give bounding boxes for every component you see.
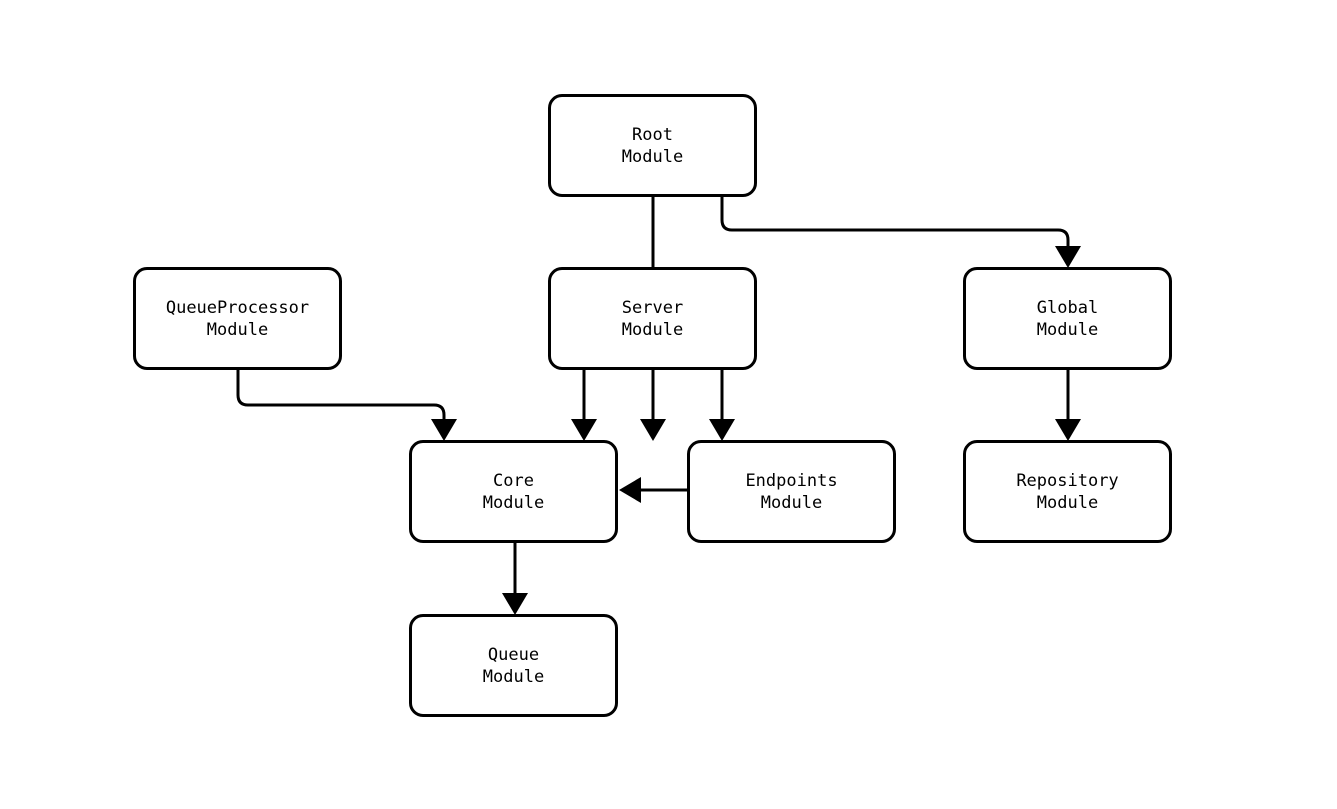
arrowhead-down-icon: [1055, 419, 1081, 441]
node-label-line2: Module: [482, 492, 545, 513]
arrowhead-down-icon: [640, 419, 666, 441]
node-label-line2: Module: [621, 319, 684, 340]
node-endpoints-module[interactable]: Endpoints Module: [687, 440, 896, 543]
edge-queueprocessor-to-core: [236, 370, 457, 441]
node-label-line2: Module: [206, 319, 269, 340]
edge-server-to-endpoints: [709, 370, 735, 441]
node-queue-module[interactable]: Queue Module: [409, 614, 618, 717]
arrowhead-left-icon: [619, 477, 641, 503]
node-global-module[interactable]: Global Module: [963, 267, 1172, 370]
node-queueprocessor-module[interactable]: QueueProcessor Module: [133, 267, 342, 370]
node-label-line2: Module: [760, 492, 823, 513]
arrowhead-down-icon: [571, 419, 597, 441]
node-label-line1: Queue: [487, 644, 540, 665]
node-repository-module[interactable]: Repository Module: [963, 440, 1172, 543]
node-label-line1: Endpoints: [745, 470, 838, 491]
node-core-module[interactable]: Core Module: [409, 440, 618, 543]
node-label-line2: Module: [1036, 319, 1099, 340]
node-root-module[interactable]: Root Module: [548, 94, 757, 197]
node-server-module[interactable]: Server Module: [548, 267, 757, 370]
node-label-line1: Global: [1036, 297, 1099, 318]
arrowhead-down-icon: [502, 593, 528, 615]
edge-core-to-queue: [502, 543, 528, 615]
node-label-line1: Core: [493, 470, 534, 491]
arrowhead-down-icon: [1055, 246, 1081, 268]
node-label-line2: Module: [482, 666, 545, 687]
arrowhead-down-icon: [431, 419, 457, 441]
node-label-line1: Server: [621, 297, 684, 318]
node-label-line2: Module: [621, 146, 684, 167]
edge-root-to-global: [720, 197, 1081, 268]
node-label-line1: QueueProcessor: [165, 297, 310, 318]
node-label-line2: Module: [1036, 492, 1099, 513]
arrowhead-down-icon: [709, 419, 735, 441]
node-label-line1: Repository: [1016, 470, 1119, 491]
edge-endpoints-to-core: [619, 477, 687, 503]
edge-global-to-repository: [1055, 370, 1081, 441]
node-label-line1: Root: [632, 124, 673, 145]
edge-server-to-core: [571, 370, 597, 441]
